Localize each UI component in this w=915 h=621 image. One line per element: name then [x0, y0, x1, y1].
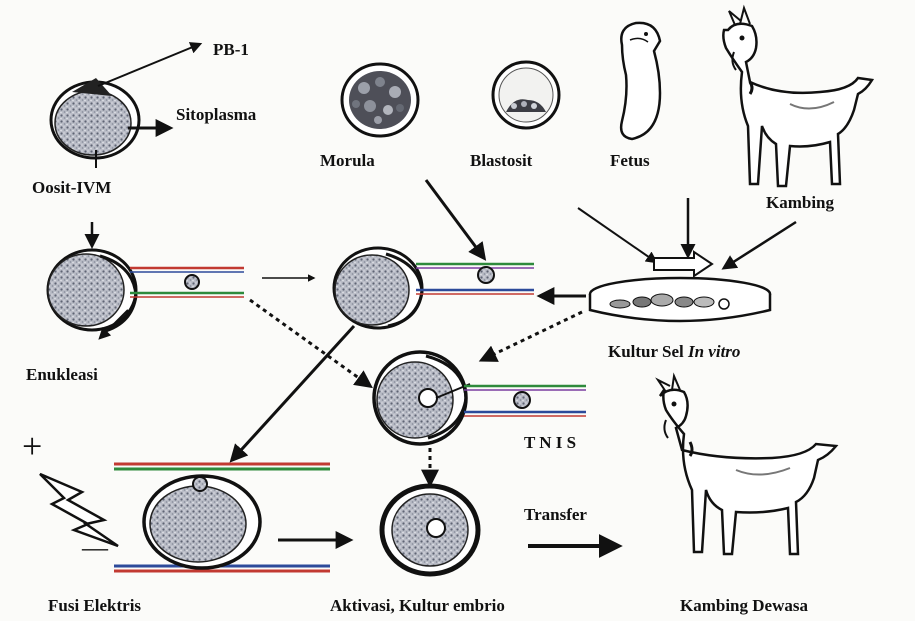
- label-oosit-ivm: Oosit-IVM: [32, 178, 111, 197]
- injection-oocyte: [334, 248, 422, 328]
- fusion-oocyte: [144, 476, 260, 568]
- goat-icon: [723, 8, 872, 186]
- label-blastosit: Blastosit: [470, 151, 533, 170]
- oocyte-ivm: [51, 78, 139, 168]
- injection-pipette: [416, 264, 534, 294]
- label-morula: Morula: [320, 151, 375, 170]
- arrow-kambing-to-dish: [724, 222, 796, 268]
- label-kambing-dewasa: Kambing Dewasa: [680, 596, 808, 615]
- morula-cell: [342, 64, 418, 136]
- culture-dish: [590, 278, 770, 321]
- activated-embryo: [382, 486, 478, 574]
- blastocyst-cell: [493, 62, 559, 128]
- label-sitoplasma: Sitoplasma: [176, 105, 257, 124]
- enucleation-oocyte: [48, 250, 136, 332]
- plus-sign: +: [22, 426, 42, 466]
- minus-sign: —: [81, 533, 109, 562]
- label-tnis: T N I S: [524, 433, 576, 452]
- label-aktivasi: Aktivasi, Kultur embrio: [330, 596, 505, 615]
- enucleation-pipette: [130, 268, 244, 297]
- adult-goat-icon: [658, 376, 836, 554]
- dotted-arrow-culture-to-tnis: [482, 312, 582, 360]
- fetus-icon: [621, 23, 660, 139]
- label-kultur-sel: Kultur Sel In vitro: [608, 342, 740, 361]
- arrow-morula-to-pipette: [426, 180, 484, 258]
- tnis-oocyte: [374, 352, 470, 444]
- arrow-to-pb1: [98, 44, 200, 86]
- tnis-pipette: [464, 386, 586, 416]
- label-enukleasi: Enukleasi: [26, 365, 98, 384]
- label-kambing: Kambing: [766, 193, 835, 212]
- label-transfer: Transfer: [524, 505, 587, 524]
- arrow-blastosit-to-dish: [578, 208, 656, 262]
- label-pb1: PB-1: [213, 40, 249, 59]
- label-fusi-elektris: Fusi Elektris: [48, 596, 141, 615]
- arrow-middle-to-fusion: [232, 326, 354, 460]
- hollow-arrow-icon: [654, 252, 712, 276]
- label-fetus: Fetus: [610, 151, 650, 170]
